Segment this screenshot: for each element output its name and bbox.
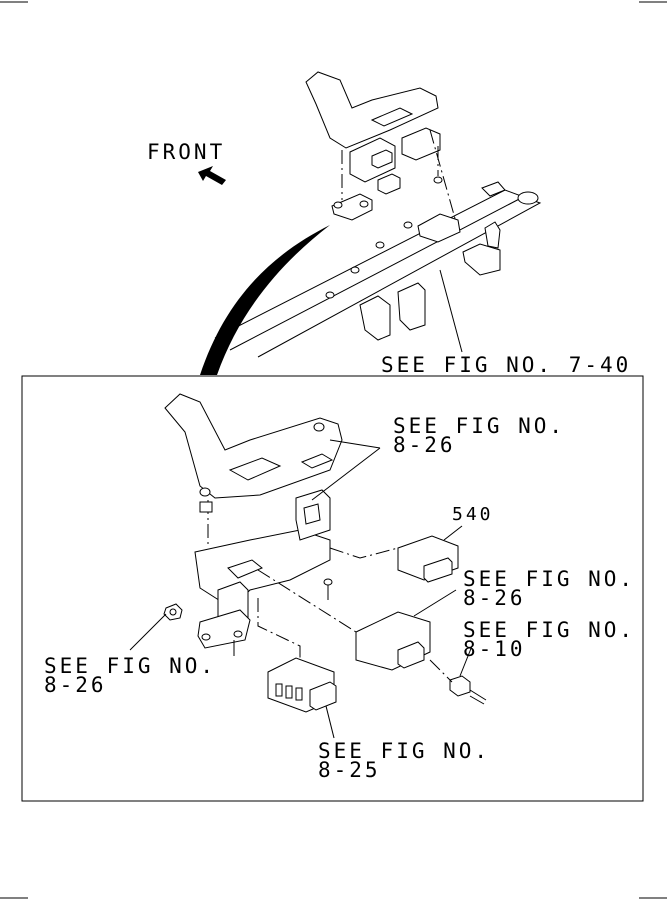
part-number-540: 540 bbox=[452, 504, 494, 525]
ref-mid-right-line2: 8-26 bbox=[463, 586, 526, 610]
ref-upper-right-line2: 8-26 bbox=[393, 433, 456, 457]
ref-left-line1: SEE FIG NO. bbox=[44, 654, 216, 678]
ref-bottom-line1: SEE FIG NO. bbox=[318, 739, 490, 763]
ref-left-line2: 8-26 bbox=[44, 673, 107, 697]
ref-right-line2: 8-10 bbox=[463, 637, 526, 661]
detail-frame bbox=[21, 375, 644, 802]
ref-fig-7-40: SEE FIG NO. 7-40 bbox=[381, 353, 631, 377]
detail-assembly bbox=[129, 393, 487, 739]
front-label: FRONT bbox=[147, 140, 225, 164]
ref-mid-right-line1: SEE FIG NO. bbox=[463, 567, 635, 591]
overview-assembly bbox=[214, 71, 542, 358]
detail-callout-swoosh bbox=[200, 225, 330, 375]
ref-bottom-line2: 8-25 bbox=[318, 758, 381, 782]
ref-upper-right-line1: SEE FIG NO. bbox=[393, 414, 565, 438]
ref-right-line1: SEE FIG NO. bbox=[463, 618, 635, 642]
front-arrow-icon bbox=[198, 166, 226, 185]
